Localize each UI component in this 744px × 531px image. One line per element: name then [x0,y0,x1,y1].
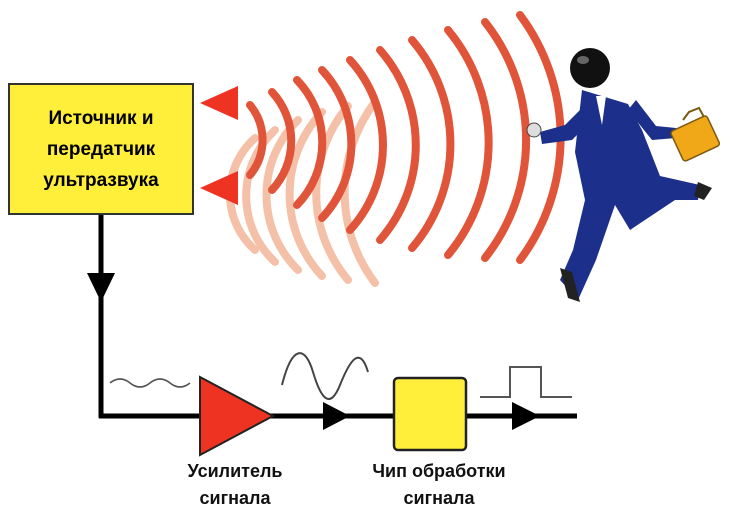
emitted-wave-4 [318,66,356,222]
emitted-wave-7 [408,36,455,252]
amplifier-label: Усилитель сигнала [187,461,283,508]
sine-wave [281,352,369,400]
ultrasound-source-box: Источник и передатчик ультразвука [8,83,194,215]
emitted-wave-5 [346,56,387,234]
emitted-wave-9 [481,18,531,262]
square-wave [480,366,572,398]
briefcase-icon [670,106,721,162]
reflected-wave-4 [285,108,326,280]
chip-box [392,376,468,452]
transmitter-arrow-bottom [200,171,238,205]
reflected-wave-3 [262,116,302,274]
reflected-wave-6 [340,98,379,287]
emitted-wave-1 [246,101,267,179]
noisy-wave [109,378,191,388]
transmitter-arrow-top [200,86,238,120]
emitted-wave-8 [444,26,493,259]
emitted-waves [246,11,565,264]
running-businessman-icon [526,48,712,302]
amplifier-triangle [199,375,276,457]
emitted-wave-2 [268,88,296,194]
right-arrow-icon-2 [512,402,540,430]
source-box-label: Источник и передатчик ультразвука [43,107,159,191]
reflected-wave-5 [312,102,352,284]
emitted-wave-3 [293,76,327,209]
down-arrow-icon [87,273,115,302]
emitted-wave-6 [376,46,420,244]
chip-label: Чип обработки сигнала [372,461,506,508]
right-arrow-icon-1 [323,402,350,430]
